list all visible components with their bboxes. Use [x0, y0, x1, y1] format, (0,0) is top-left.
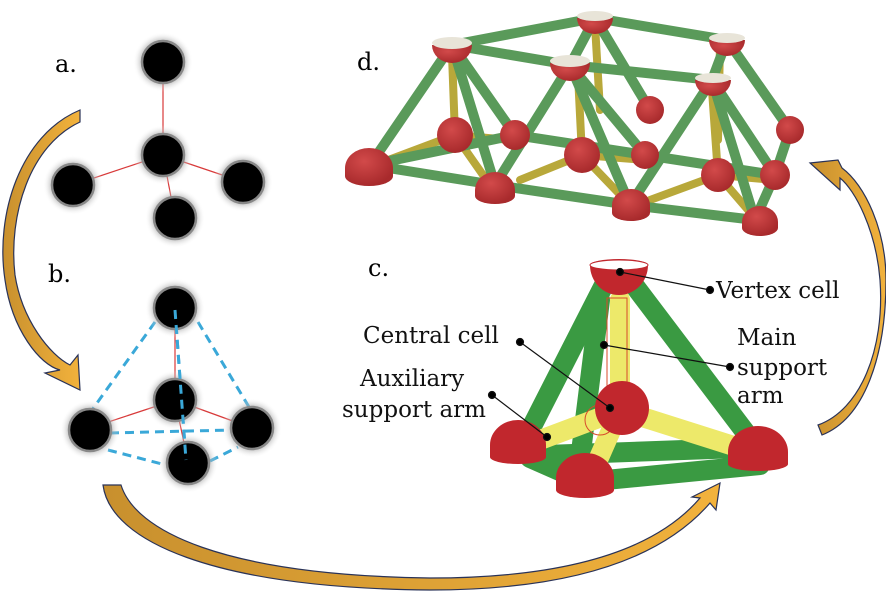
- callout-lines: [487, 267, 735, 442]
- lattice-vertex-cell: [550, 63, 590, 81]
- panel-b: b.: [48, 260, 282, 493]
- lattice-cell: [500, 120, 530, 150]
- lattice-cell: [475, 172, 515, 204]
- panel-label-a: a.: [55, 50, 77, 78]
- arrow-c-to-d: [808, 159, 886, 436]
- lattice-vertex-cell: [695, 80, 731, 96]
- lattice-cell: [742, 206, 778, 236]
- central-cell: [595, 381, 649, 435]
- panel-b-dots: [60, 278, 282, 493]
- panel-label-d: d.: [357, 48, 380, 76]
- callout-vertex-cell: Vertex cell: [715, 278, 839, 304]
- lattice-vertex-tops: [432, 11, 745, 83]
- lattice-cells: [345, 18, 804, 236]
- lattice-cell: [612, 189, 650, 221]
- lattice-cell: [701, 158, 735, 192]
- arrow-a-to-b: [2, 109, 81, 391]
- callout-main-support-arm-3: arm: [737, 383, 784, 409]
- callout-main-support-arm-2: support: [737, 355, 828, 381]
- lattice-cell: [345, 148, 393, 186]
- lattice-vertex-cell: [577, 18, 613, 34]
- panel-a: a.: [43, 32, 273, 248]
- lattice-vertex-cell: [709, 40, 745, 56]
- lattice-cell: [631, 141, 659, 169]
- callout-central-cell: Central cell: [363, 323, 499, 349]
- panel-d: d.: [345, 11, 804, 236]
- callout-main-support-arm-1: Main: [737, 325, 797, 351]
- lattice-cell: [437, 117, 473, 153]
- arrow-b-to-c: [102, 481, 721, 591]
- base-cell-front: [556, 453, 614, 498]
- panel-a-dots: [43, 32, 273, 248]
- lattice-cell: [776, 116, 804, 144]
- lattice-vertex-cell: [432, 45, 472, 63]
- lattice-cell: [636, 96, 664, 124]
- callout-auxiliary-support-arm-1: Auxiliary: [359, 366, 464, 392]
- lattice-cell: [564, 137, 600, 173]
- panel-c: c.: [342, 254, 839, 498]
- callout-auxiliary-support-arm-2: support arm: [342, 397, 486, 423]
- lattice-cell: [760, 160, 790, 190]
- base-cell-right: [728, 426, 788, 471]
- panel-label-b: b.: [48, 260, 71, 288]
- panel-label-c: c.: [368, 254, 389, 282]
- base-cell-left: [490, 420, 546, 464]
